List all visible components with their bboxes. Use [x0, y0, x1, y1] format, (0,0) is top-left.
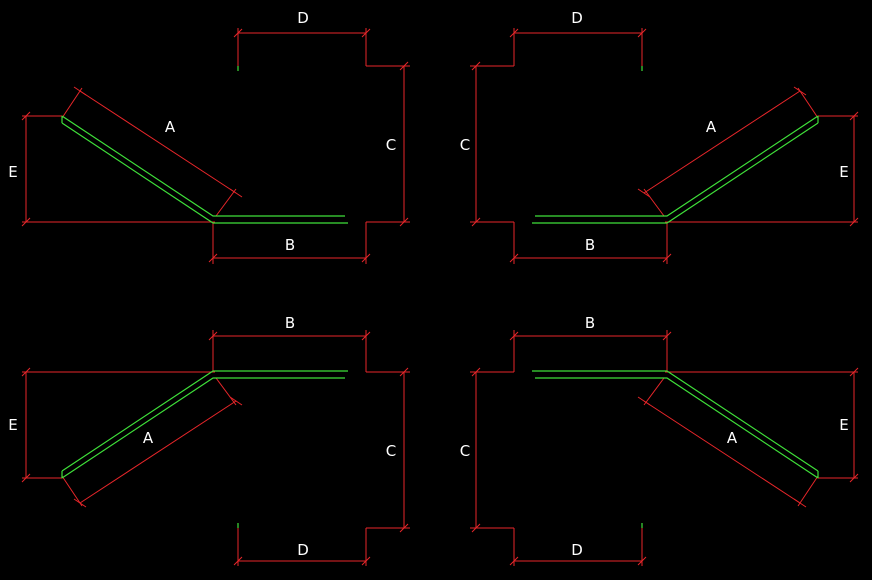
bar-outline: [61, 66, 348, 224]
label-a: A: [727, 429, 738, 447]
bar-outline: [61, 370, 348, 528]
label-b: B: [285, 314, 295, 332]
label-a: A: [143, 429, 154, 447]
dimension-lines: [21, 28, 410, 264]
bent-bar-top-left: A B C D E: [8, 9, 410, 264]
bent-bar-bottom-left: [21, 330, 410, 566]
label-c: C: [386, 136, 396, 154]
label-e: E: [8, 163, 17, 181]
bar-outline: [532, 370, 819, 528]
label-a: A: [165, 118, 176, 136]
label-e: E: [839, 416, 848, 434]
bent-bar-bottom-right: [470, 330, 859, 566]
labels-top-right: A B C D E: [460, 9, 849, 254]
label-c: C: [460, 442, 470, 460]
label-b: B: [285, 236, 295, 254]
dimension-lines: [470, 330, 859, 566]
label-d: D: [571, 9, 583, 27]
label-c: C: [386, 442, 396, 460]
label-b: B: [585, 314, 595, 332]
labels-bottom-left: A B C D E: [8, 314, 396, 559]
label-d: D: [571, 541, 583, 559]
label-b: B: [585, 236, 595, 254]
bar-outline: [532, 66, 819, 224]
label-c: C: [460, 136, 470, 154]
dimension-lines: [470, 28, 859, 264]
label-d: D: [297, 9, 309, 27]
label-e: E: [839, 163, 848, 181]
label-d: D: [297, 541, 309, 559]
labels-bottom-right: A B C D E: [460, 314, 849, 559]
label-e: E: [8, 416, 17, 434]
label-a: A: [706, 118, 717, 136]
bent-bar-top-right: [470, 28, 859, 264]
dimension-lines: [21, 330, 410, 566]
